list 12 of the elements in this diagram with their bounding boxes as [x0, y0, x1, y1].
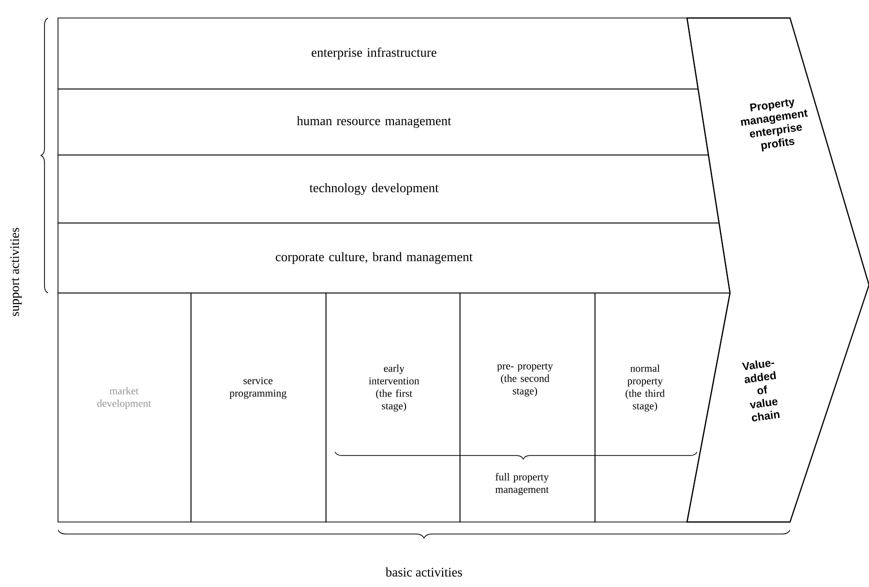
brace-label: basic activities [386, 567, 462, 577]
activity-cell: service programming [190, 292, 326, 522]
activity-band: corporate culture, brand management [58, 222, 730, 294]
activity-band: enterprise infrastructure [58, 18, 699, 90]
activity-cell: early intervention (the first stage) [326, 292, 460, 522]
value-chevron: Property management enterprise profits Value-added of value chain [686, 17, 869, 523]
activity-band: human resource management [58, 88, 709, 156]
brace-label: full property management [495, 472, 549, 496]
activity-cell: market development [58, 292, 192, 522]
activity-cell: normal property (the third stage) [594, 292, 730, 522]
brace-label: support activities [10, 228, 22, 316]
activity-band: technology development [58, 154, 720, 224]
